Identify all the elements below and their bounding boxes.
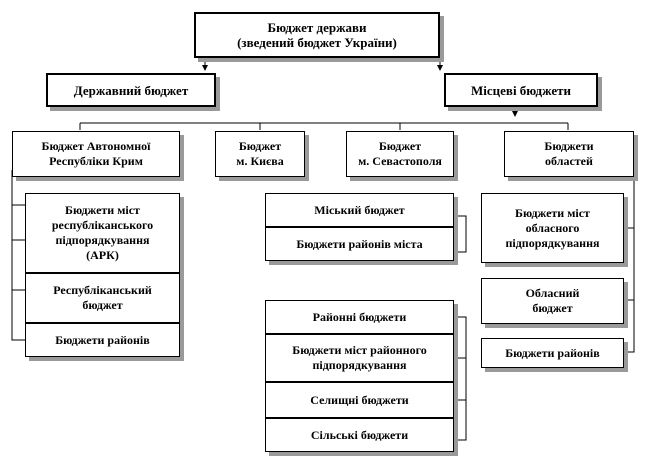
district-bracket bbox=[454, 316, 467, 441]
crimea-districts-budget-box: Бюджети районів bbox=[25, 323, 180, 357]
city-bracket bbox=[454, 215, 467, 253]
crimea-bracket bbox=[11, 170, 25, 341]
oblast-districts-budget-box: Бюджети районів bbox=[481, 338, 624, 368]
root-to-level1-line bbox=[84, 13, 192, 35]
settlement-budgets-box: Селищні бюджети bbox=[265, 382, 454, 418]
local-budgets-box: Місцеві бюджети bbox=[444, 73, 598, 107]
oblast-cities-budget-box: Бюджети міст обласного підпорядкування bbox=[481, 193, 624, 263]
oblast-bracket bbox=[624, 170, 635, 353]
crimea-cities-budget-box: Бюджети міст республіканського підпорядк… bbox=[25, 193, 180, 273]
village-budgets-box: Сільські бюджети bbox=[265, 418, 454, 452]
oblast-budget-box: Обласний бюджет bbox=[481, 278, 624, 324]
city-budget-box: Міський бюджет bbox=[265, 193, 454, 227]
oblasts-budget-box: Бюджети областей bbox=[504, 131, 634, 177]
sevastopol-budget-box: Бюджет м. Севастополя bbox=[346, 131, 454, 177]
district-budgets-box: Районні бюджети bbox=[265, 300, 454, 334]
kyiv-budget-box: Бюджет м. Києва bbox=[215, 131, 305, 177]
crimea-budget-box: Бюджет Автономної Республіки Крим bbox=[12, 131, 180, 177]
district-cities-budget-box: Бюджети міст районного підпорядкування bbox=[265, 334, 454, 382]
state-budget-box: Державний бюджет bbox=[46, 73, 216, 107]
root-branch-line bbox=[84, 60, 515, 72]
city-districts-budget-box: Бюджети районів міста bbox=[265, 227, 454, 261]
root-budget-box: Бюджет держави (зведений бюджет України) bbox=[194, 12, 440, 58]
root-split-line bbox=[205, 58, 440, 66]
republican-budget-box: Республіканський бюджет bbox=[25, 273, 180, 323]
